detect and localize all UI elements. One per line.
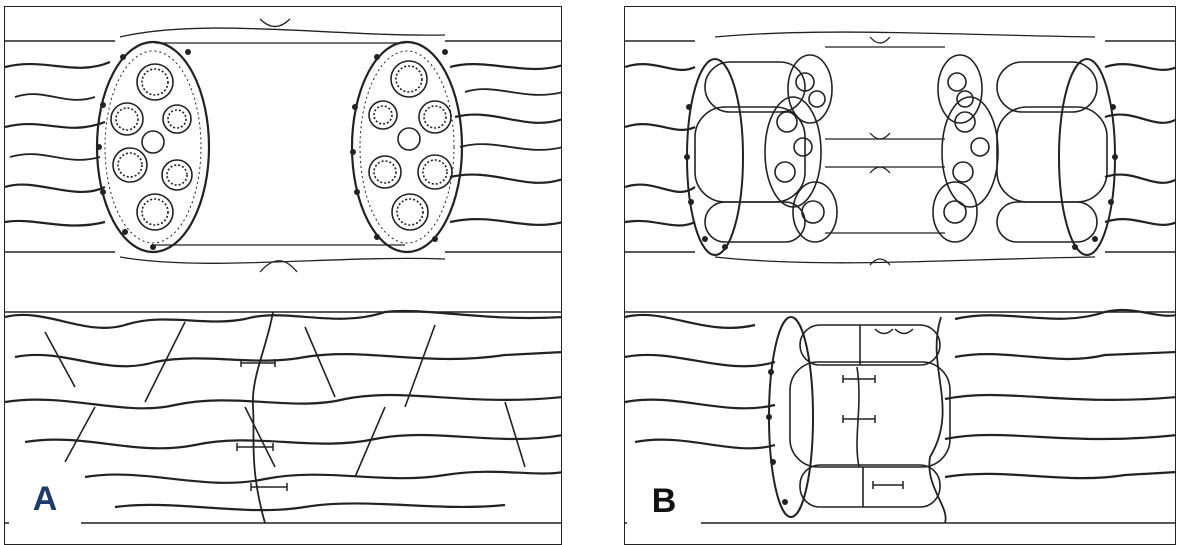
right-fascicle-groups <box>933 55 1107 242</box>
repaired-nerve <box>625 310 1176 523</box>
epineurial-sutures <box>237 359 287 491</box>
panel-a-illustration <box>5 7 562 545</box>
right-nerve-stump <box>1059 41 1176 255</box>
panel-a-label: A <box>33 482 58 516</box>
panel-b-illustration <box>625 7 1176 545</box>
panel-b-label: B <box>652 484 677 518</box>
left-cut-face <box>96 42 209 252</box>
left-nerve-stump <box>625 41 743 255</box>
left-fascicle-groups <box>695 55 837 242</box>
panel-b: B <box>624 6 1176 545</box>
panel-b-label-box: B <box>627 466 701 536</box>
panel-a-label-box: A <box>9 462 81 536</box>
repaired-nerve <box>5 311 562 523</box>
right-cut-face <box>350 42 462 252</box>
panel-a: A <box>4 6 562 545</box>
suture-threads <box>715 32 1095 265</box>
suture-threads <box>120 19 445 272</box>
coapted-fascicle-groups <box>790 317 950 523</box>
